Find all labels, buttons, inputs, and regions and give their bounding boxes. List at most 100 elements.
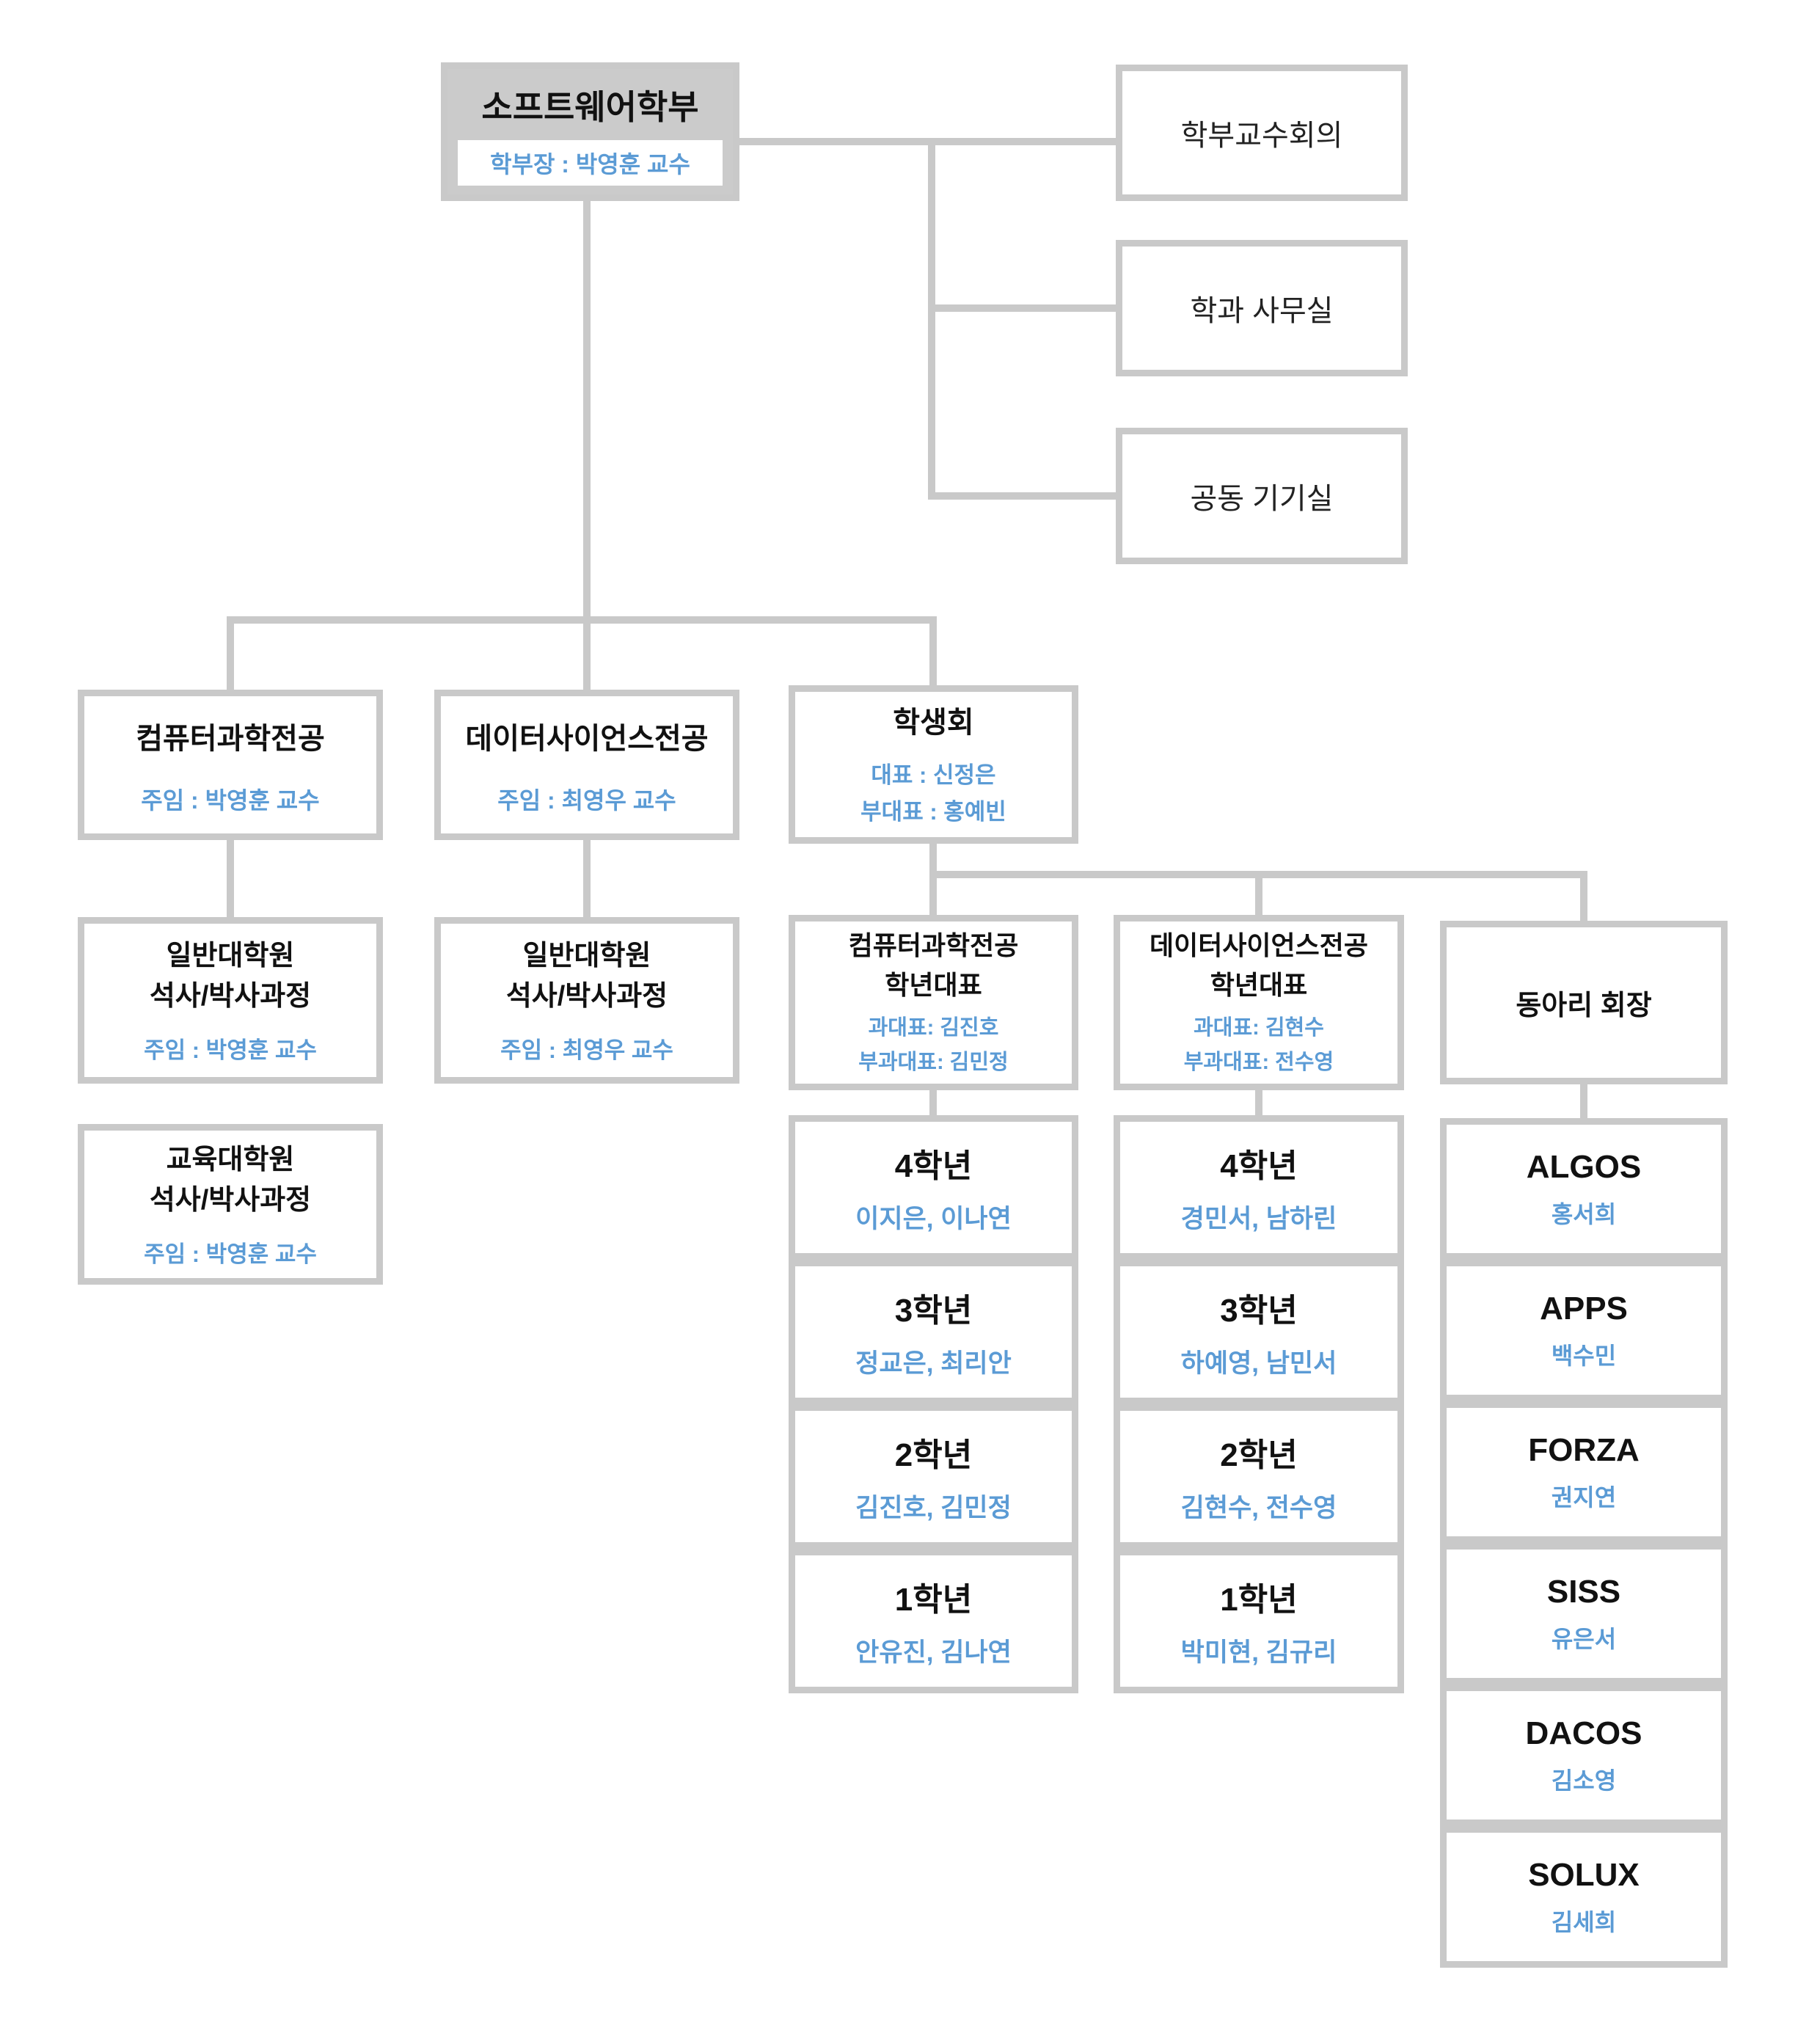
org-box-faculty-meeting: 학부교수회의 [1116, 65, 1408, 201]
ds-grade-2-names: 김현수, 전수영 [1180, 1494, 1337, 1522]
connector-ds-gradschool-stub [583, 840, 591, 917]
student-council-title: 학생회 [893, 707, 974, 740]
connector-club-head-to-list [1580, 1084, 1587, 1118]
cs-grade-3-names: 정교은, 최리안 [855, 1349, 1012, 1378]
connector-council-down-stub [929, 844, 937, 878]
org-box-education-gradschool: 교육대학원 석사/박사과정 주임 : 박영훈 교수 [78, 1124, 383, 1285]
org-box-cs-year-reps: 컴퓨터과학전공 학년대표 과대표: 김진호 부과대표: 김민정 [789, 915, 1078, 1090]
education-gradschool-title-line1: 교육대학원 [166, 1144, 295, 1175]
connector-ds-rep-to-grades [1255, 1090, 1262, 1115]
cs-grade-4-label: 4학년 [894, 1148, 973, 1184]
org-box-ds-grade-1: 1학년 박미현, 김규리 [1114, 1549, 1404, 1693]
club-siss-name: SISS [1546, 1573, 1621, 1610]
org-box-club-solux: SOLUX 김세희 [1440, 1826, 1728, 1968]
cs-year-reps-title-line2: 학년대표 [885, 969, 982, 1000]
org-box-general-gradschool-cs: 일반대학원 석사/박사과정 주임 : 박영훈 교수 [78, 917, 383, 1084]
org-box-ds-year-reps: 데이터사이언스전공 학년대표 과대표: 김현수 부과대표: 전수영 [1114, 915, 1404, 1090]
club-apps-name: APPS [1540, 1290, 1628, 1326]
cs-grade-1-names: 안유진, 김나연 [855, 1638, 1012, 1667]
ds-grade-1-label: 1학년 [1220, 1582, 1298, 1618]
org-box-ds-grade-4: 4학년 경민서, 남하린 [1114, 1115, 1404, 1260]
club-solux-president: 김세희 [1551, 1908, 1617, 1935]
connector-row2-branch-h [227, 616, 937, 624]
cs-grade-2-label: 2학년 [894, 1437, 973, 1473]
cs-major-head: 주임 : 박영훈 교수 [141, 786, 320, 814]
club-forza-president: 권지연 [1551, 1483, 1617, 1511]
org-box-cs-grade-2: 2학년 김진호, 김민정 [789, 1404, 1078, 1549]
connector-root-to-admin-h [739, 138, 1116, 145]
connector-equipment-room-stub [928, 492, 1116, 500]
ds-grade-4-names: 경민서, 남하린 [1180, 1205, 1337, 1233]
org-box-club-dacos: DACOS 김소영 [1440, 1685, 1728, 1826]
connector-cs-gradschool-stub [227, 840, 234, 917]
student-council-vice-president: 부대표 : 홍예빈 [860, 799, 1006, 825]
org-box-cs-grade-1: 1학년 안유진, 김나연 [789, 1549, 1078, 1693]
ds-grade-1-names: 박미현, 김규리 [1180, 1638, 1337, 1667]
education-gradschool-title-line2: 석사/박사과정 [149, 1185, 312, 1216]
general-gradschool-cs-title-line2: 석사/박사과정 [149, 981, 312, 1012]
cs-grade-4-names: 이지은, 이나연 [855, 1205, 1012, 1233]
ds-grade-2-label: 2학년 [1220, 1437, 1298, 1473]
ds-vice-class-rep: 부과대표: 전수영 [1183, 1050, 1334, 1074]
cs-year-reps-title-line1: 컴퓨터과학전공 [848, 930, 1019, 960]
club-forza-name: FORZA [1528, 1431, 1640, 1468]
ds-grade-3-label: 3학년 [1220, 1293, 1298, 1329]
org-box-general-gradschool-ds: 일반대학원 석사/박사과정 주임 : 최영우 교수 [434, 917, 739, 1084]
ds-class-rep: 과대표: 김현수 [1194, 1015, 1324, 1040]
org-box-shared-equipment-room: 공동 기기실 [1116, 428, 1408, 564]
education-gradschool-head: 주임 : 박영훈 교수 [144, 1241, 317, 1268]
org-box-cs-grade-3: 3학년 정교은, 최리안 [789, 1260, 1078, 1404]
org-box-club-siss: SISS 유은서 [1440, 1543, 1728, 1685]
org-box-club-apps: APPS 백수민 [1440, 1260, 1728, 1401]
connector-root-main-vertical [583, 201, 591, 690]
cs-major-title: 컴퓨터과학전공 [136, 722, 325, 755]
ds-major-title: 데이터사이언스전공 [465, 722, 709, 755]
faculty-meeting-label: 학부교수회의 [1180, 120, 1343, 152]
club-siss-president: 유은서 [1551, 1625, 1617, 1652]
club-dacos-president: 김소영 [1551, 1767, 1617, 1794]
department-office-label: 학과 사무실 [1190, 295, 1334, 327]
shared-equipment-room-label: 공동 기기실 [1190, 483, 1334, 515]
ds-year-reps-title-line1: 데이터사이언스전공 [1149, 930, 1369, 960]
general-gradschool-cs-head: 주임 : 박영훈 교수 [144, 1037, 317, 1064]
cs-grade-3-label: 3학년 [894, 1293, 973, 1329]
general-gradschool-cs-title-line1: 일반대학원 [166, 940, 295, 971]
ds-major-head: 주임 : 최영우 교수 [497, 786, 676, 814]
cs-vice-class-rep: 부과대표: 김민정 [858, 1050, 1009, 1074]
faculty-dean-label: 학부장 : 박영훈 교수 [458, 140, 723, 186]
org-box-department-office: 학과 사무실 [1116, 240, 1408, 376]
club-algos-name: ALGOS [1526, 1148, 1642, 1185]
cs-class-rep: 과대표: 김진호 [868, 1015, 999, 1040]
connector-club-head-stub [1580, 878, 1587, 921]
connector-cs-rep-to-grades [929, 1090, 937, 1115]
cs-grade-2-names: 김진호, 김민정 [855, 1494, 1012, 1522]
org-box-club-forza: FORZA 권지연 [1440, 1401, 1728, 1543]
club-presidents-header-label: 동아리 회장 [1516, 990, 1652, 1021]
ds-grade-3-names: 하예영, 남민서 [1180, 1349, 1337, 1378]
general-gradschool-ds-title-line2: 석사/박사과정 [505, 981, 668, 1012]
club-dacos-name: DACOS [1525, 1715, 1642, 1751]
connector-cs-major-stub [227, 624, 234, 690]
connector-council-branch-h [929, 871, 1587, 878]
org-box-student-council: 학생회 대표 : 신정은 부대표 : 홍예빈 [789, 685, 1078, 844]
club-apps-president: 백수민 [1551, 1342, 1617, 1369]
connector-council-stub-top [929, 624, 937, 685]
club-algos-president: 홍서희 [1551, 1200, 1617, 1227]
faculty-title: 소프트웨어학부 [481, 87, 699, 126]
org-box-ds-grade-3: 3학년 하예영, 남민서 [1114, 1260, 1404, 1404]
cs-grade-1-label: 1학년 [894, 1582, 973, 1618]
general-gradschool-ds-title-line1: 일반대학원 [522, 940, 651, 971]
org-box-software-faculty: 소프트웨어학부 학부장 : 박영훈 교수 [441, 62, 739, 201]
org-box-club-presidents-header: 동아리 회장 [1440, 921, 1728, 1084]
connector-admin-office-stub [928, 304, 1116, 312]
org-box-cs-major: 컴퓨터과학전공 주임 : 박영훈 교수 [78, 690, 383, 840]
connector-admin-vertical [928, 138, 935, 500]
org-box-ds-grade-2: 2학년 김현수, 전수영 [1114, 1404, 1404, 1549]
ds-year-reps-title-line2: 학년대표 [1210, 969, 1308, 1000]
org-box-club-algos: ALGOS 홍서희 [1440, 1118, 1728, 1260]
connector-cs-rep-stub [929, 878, 937, 915]
club-solux-name: SOLUX [1528, 1856, 1640, 1893]
connector-ds-rep-stub [1255, 878, 1262, 915]
general-gradschool-ds-head: 주임 : 최영우 교수 [500, 1037, 673, 1064]
